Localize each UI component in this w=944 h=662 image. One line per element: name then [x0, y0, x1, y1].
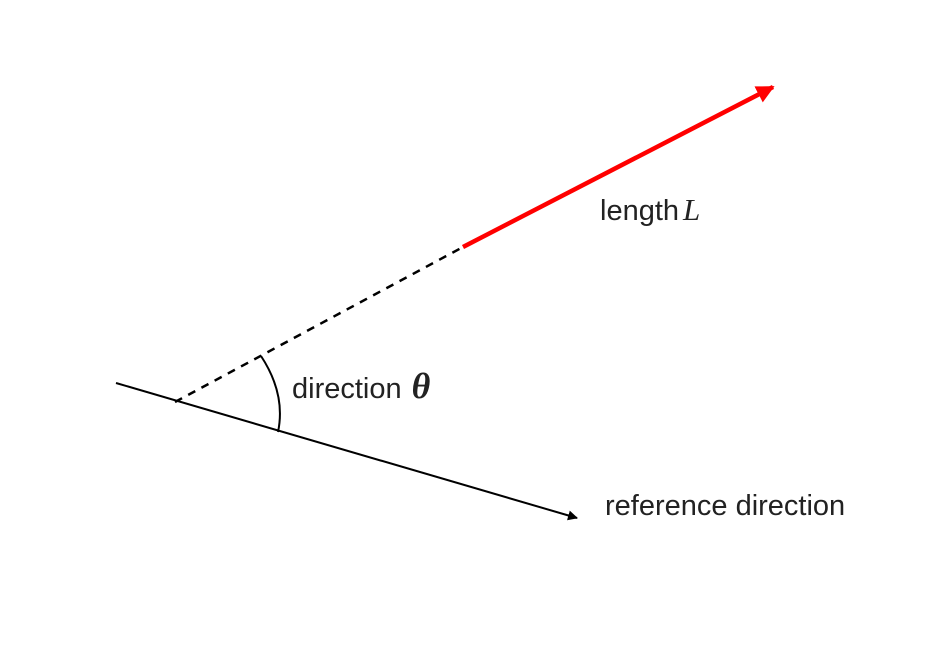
theta-symbol: θ [411, 366, 431, 406]
red-vector-arrow [461, 85, 775, 249]
direction-word: direction [292, 373, 402, 405]
dashed-vector-extension [174, 245, 464, 404]
reference-direction-line [115, 382, 578, 521]
length-symbol: L [683, 192, 701, 227]
reference-direction-label: reference direction [605, 490, 846, 522]
length-word: length [600, 195, 680, 227]
direction-label: direction θ [292, 368, 430, 404]
angle-arc [260, 355, 281, 433]
